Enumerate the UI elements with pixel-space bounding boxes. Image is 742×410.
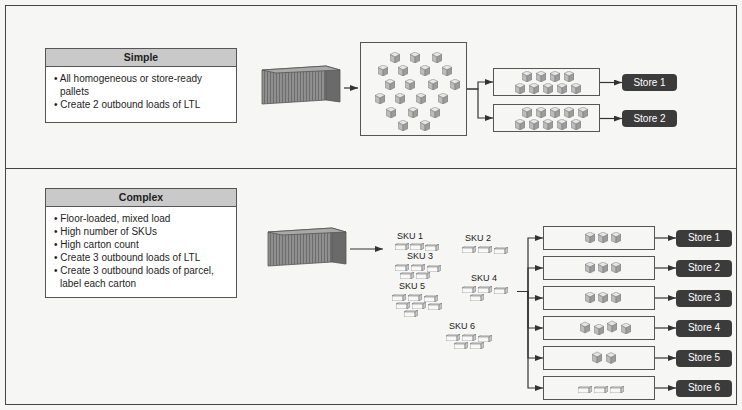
bullet-text: • Create 3 outbound loads of parcel, lab… [46,264,236,290]
flow-arrow [467,82,493,89]
flow-arrow [600,82,622,83]
pallet-box [543,316,655,340]
info-panel: Simple • All homogeneous or store-ready p… [45,48,237,123]
pallet-box [493,104,600,132]
sku-label: SKU 6 [449,321,475,332]
flow-arrow [517,292,543,389]
bullet-text: • High number of SKUs [46,225,236,238]
flow-arrow [517,268,543,292]
flow-arrow [655,327,676,328]
panel-heading: Simple [46,49,236,67]
bullet-text: • All homogeneous or store-ready pallets [46,72,236,98]
flow-arrow [517,292,543,299]
bullet-text: • Create 3 outbound loads of LTL [46,251,236,264]
pallet-box [543,286,655,310]
store-box: Store 5 [676,350,732,367]
store-label: Store 2 [688,262,720,274]
bullet-text: • Create 2 outbound loads of LTL [46,98,236,111]
store-box: Store 3 [676,290,732,307]
sku-label: SKU 3 [407,251,433,262]
store-box: Store 2 [622,110,677,127]
flow-arrow [655,237,676,238]
pallet-box [493,68,600,96]
flow-arrow [517,292,543,359]
store-box: Store 4 [676,320,732,337]
flow-arrow [655,387,676,388]
store-label: Store 4 [688,322,720,334]
bullet-text: • Floor-loaded, mixed load [46,212,236,225]
store-box: Store 6 [676,380,732,397]
store-label: Store 3 [688,292,720,304]
sku-area: SKU 1 SKU 2 SKU 3 SKU 4 SKU 5 SKU 6 [385,225,517,358]
panel-heading: Complex [46,189,236,207]
info-panel: Complex• Floor-loaded, mixed load• High … [45,188,237,298]
pallet-box [543,226,655,250]
pallet-box [543,346,655,370]
bullet-text: • High carton count [46,238,236,251]
flow-arrow [467,89,493,118]
store-label: Store 5 [688,352,720,364]
store-label: Store 2 [633,113,665,125]
sku-label: SKU 5 [399,281,425,292]
flow-arrow [517,238,543,292]
store-box: Store 2 [676,260,732,277]
store-label: Store 1 [633,77,665,89]
store-box: Store 1 [622,74,677,91]
flow-arrow [655,267,676,268]
store-label: Store 6 [688,382,720,394]
pallet-box [543,376,655,400]
sku-label: SKU 4 [471,273,497,284]
sku-label: SKU 2 [465,233,491,244]
sku-label: SKU 1 [397,231,423,242]
pallet-box [543,256,655,280]
store-box: Store 1 [676,230,732,247]
store-label: Store 1 [688,232,720,244]
flow-arrow [517,292,543,329]
flow-arrow [600,118,622,119]
flow-arrow [655,357,676,358]
pallet-box [360,42,467,136]
flow-arrow [655,297,676,298]
